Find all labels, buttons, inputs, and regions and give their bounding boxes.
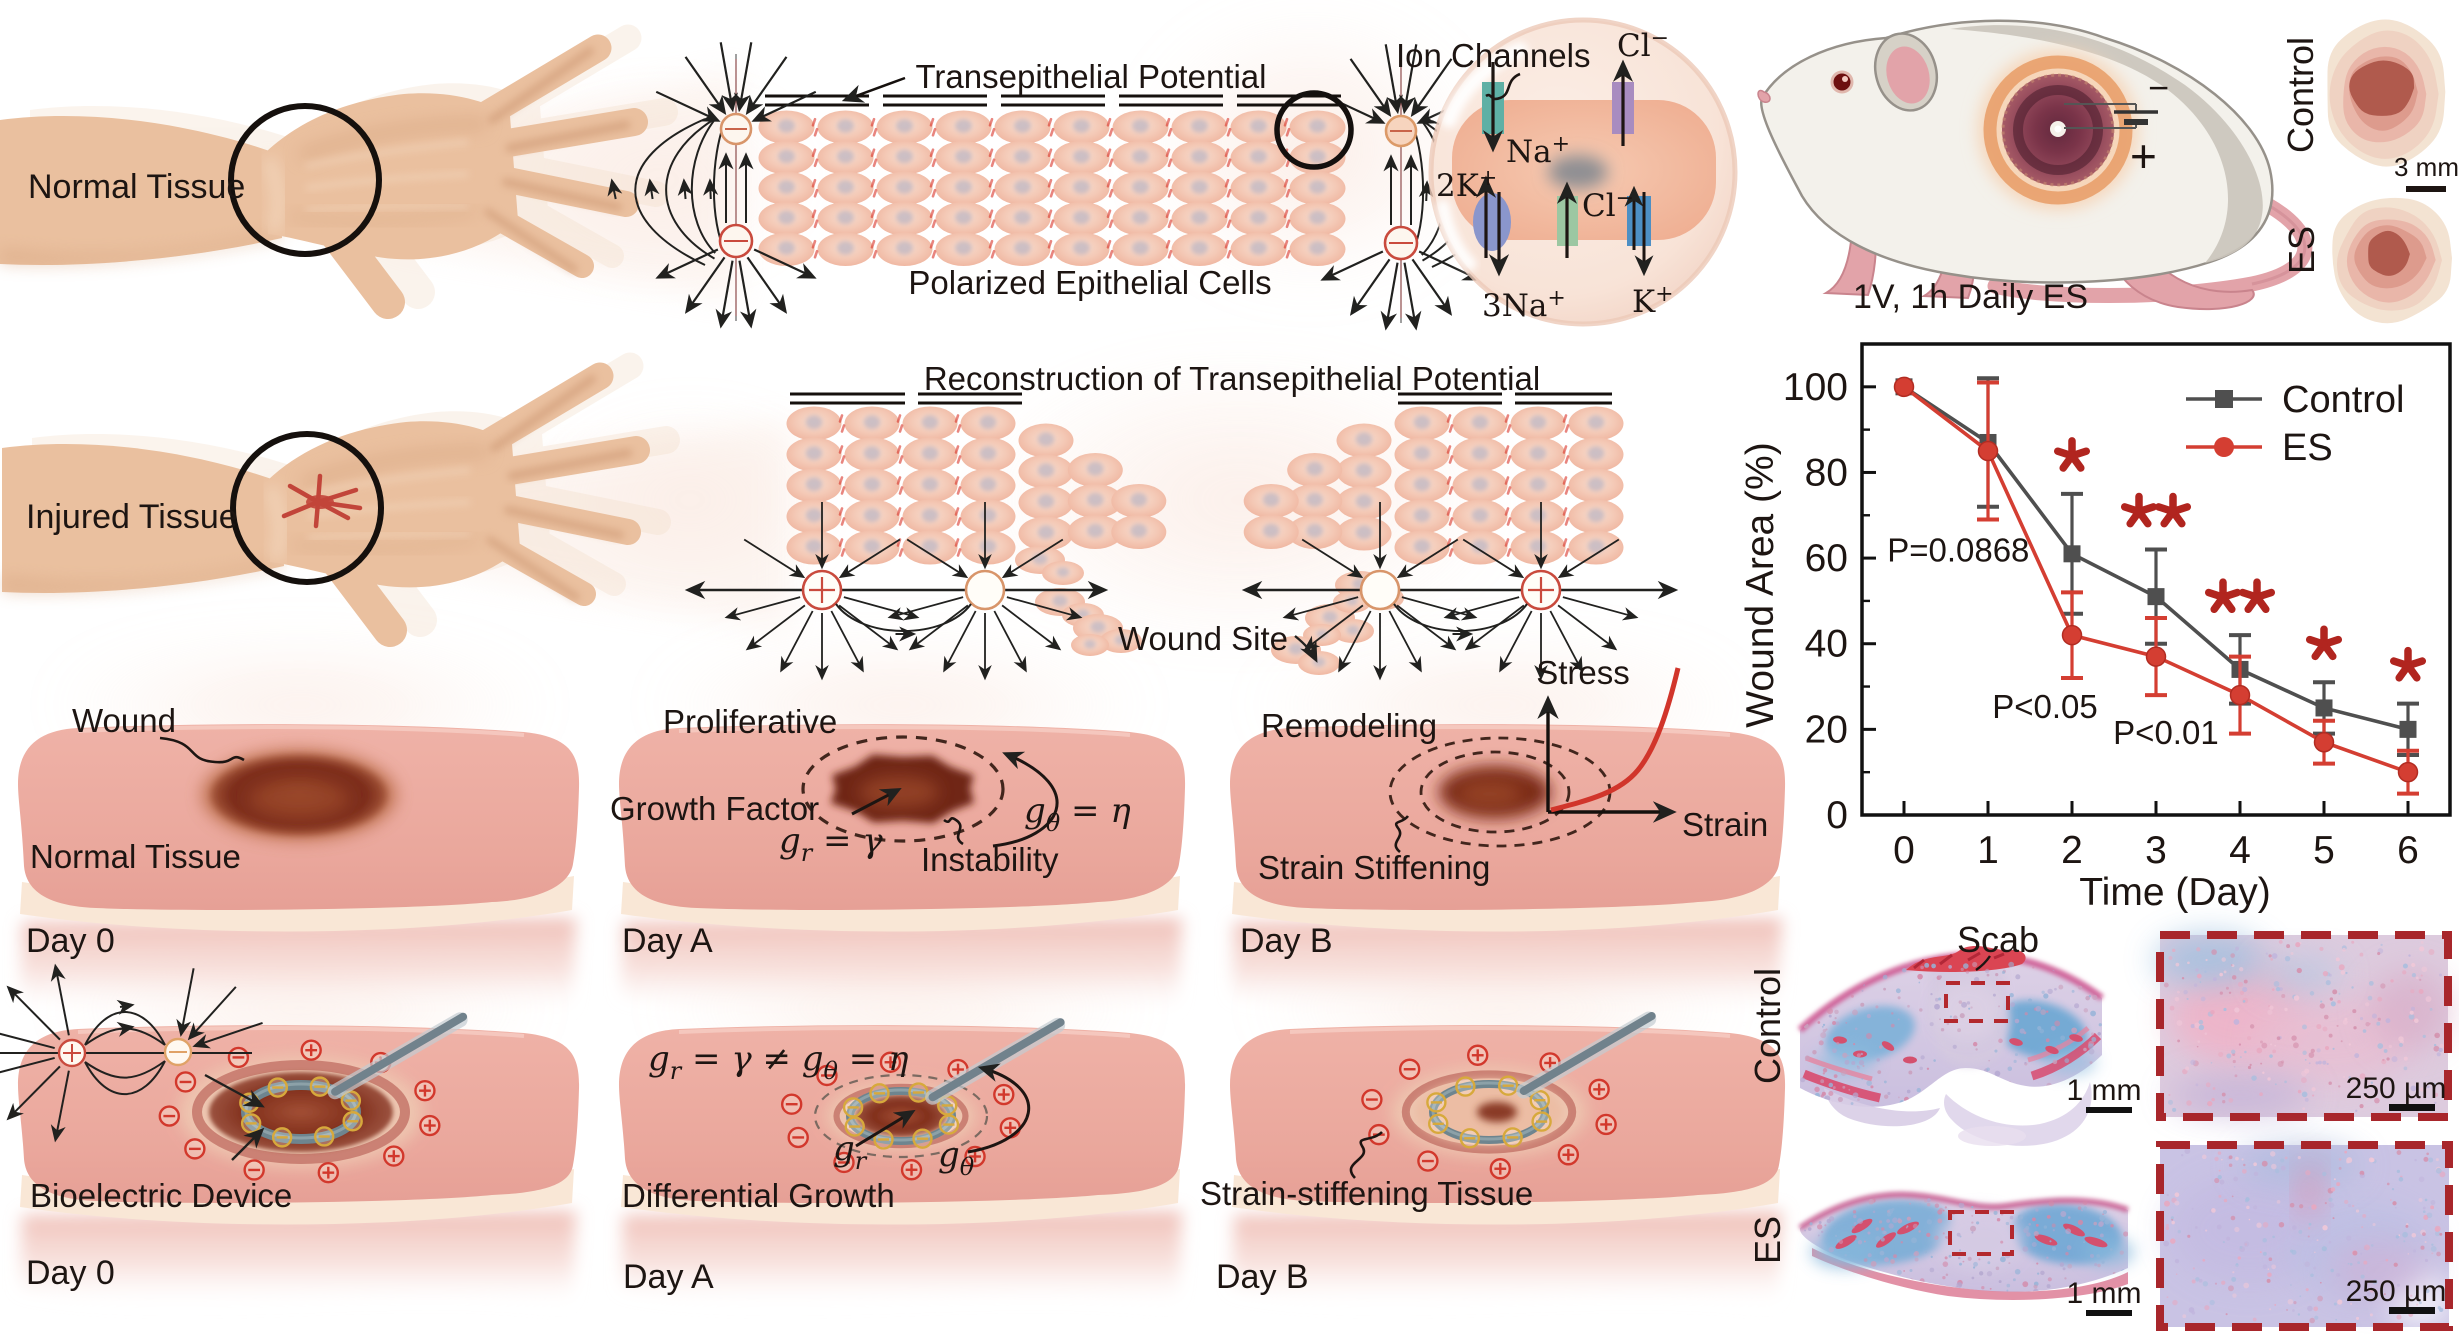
- svg-text:ES: ES: [2282, 427, 2333, 469]
- svg-text:0: 0: [1826, 794, 1848, 837]
- scale-1mm-bottom-bar: [2086, 1310, 2132, 1316]
- device-dayA-label: Day A: [623, 1258, 714, 1296]
- svg-text:40: 40: [1805, 623, 1848, 666]
- bioelectric-device-row: Bioelectric Device Day 0 gr = γ ≠ gθ = η…: [0, 963, 1786, 1309]
- remodeling-label: Remodeling: [1261, 707, 1437, 744]
- strain-axis-label: Strain: [1682, 806, 1768, 843]
- wound-photos-panel: Control ES 3 mm: [2280, 19, 2459, 324]
- wound-label: Wound: [72, 702, 176, 739]
- svg-text:P<0.05: P<0.05: [1992, 688, 2098, 725]
- bioelectric-device-label: Bioelectric Device: [30, 1177, 292, 1214]
- epithelium-title: Transepithelial Potential: [916, 58, 1267, 95]
- hands-panel: Normal Tissue Injured Tissue: [0, 24, 680, 647]
- svg-text:3: 3: [2145, 829, 2167, 872]
- battery-minus-sign: −: [2148, 67, 2169, 108]
- strain-stiffening-label: Strain Stiffening: [1258, 849, 1490, 886]
- histology-panel: Scab Control ES 1 mm 1 mm 250 µm 250 µm: [1747, 919, 2453, 1331]
- svg-text:5: 5: [2313, 829, 2335, 872]
- epithelial-cell-sheet: [758, 76, 1346, 266]
- ion-channels-title: Ion Channels: [1396, 37, 1590, 74]
- photo-scale-bar: [2406, 186, 2446, 192]
- scale-250um-top-bar: [2389, 1104, 2435, 1111]
- svg-text:0: 0: [1893, 829, 1915, 872]
- scale-1mm-top: 1 mm: [2067, 1074, 2142, 1107]
- ion-label-cl-out: Cl−: [1617, 26, 1669, 64]
- strain-stiffening-tissue-label: Strain-stiffening Tissue: [1200, 1175, 1533, 1212]
- svg-text:Control: Control: [2282, 379, 2405, 421]
- tissue-slabs: [18, 667, 1786, 1016]
- injured-tissue-label: Injured Tissue: [26, 498, 238, 536]
- dayB-label: Day B: [1240, 922, 1333, 960]
- svg-text:P<0.01: P<0.01: [2113, 714, 2219, 751]
- epithelium-caption: Polarized Epithelial Cells: [908, 264, 1271, 301]
- photo-es-label: ES: [2281, 226, 2322, 274]
- ion-label-cl-in: Cl−: [1582, 186, 1634, 224]
- device-day0-label: Day 0: [26, 1254, 115, 1292]
- photo-scale-label: 3 mm: [2394, 152, 2459, 182]
- gtheta-equation: gθ = η: [1024, 791, 1131, 837]
- gr-equation: gr = γ: [779, 821, 883, 867]
- svg-text:1: 1: [1977, 829, 1999, 872]
- svg-text:100: 100: [1783, 366, 1848, 409]
- ion-label-na-in: Na+: [1506, 132, 1570, 170]
- growth-factor-label: Growth Factor: [610, 790, 819, 827]
- scale-1mm-top-bar: [2086, 1107, 2132, 1113]
- instability-label: Instability: [921, 841, 1059, 878]
- differential-growth-equation: gr = γ ≠ gθ = η: [648, 1039, 909, 1085]
- day0-label: Day 0: [26, 922, 115, 960]
- battery-plus-sign: +: [2130, 130, 2157, 182]
- reconstruction-panel: Reconstruction of Transepithelial Potent…: [684, 360, 1679, 681]
- svg-text:80: 80: [1805, 451, 1848, 494]
- cell-highlight-circle: [1274, 90, 1354, 170]
- histology-control-label: Control: [1747, 968, 1788, 1084]
- svg-text:20: 20: [1805, 708, 1848, 751]
- wound-photo-illustrations: [2327, 19, 2452, 324]
- svg-text:P=0.0868: P=0.0868: [1887, 532, 2029, 569]
- mouse-experiment-panel: − + 1V, 1h Daily ES: [1757, 19, 2313, 316]
- proliferative-label: Proliferative: [663, 703, 837, 740]
- normal-tissue-slab-label: Normal Tissue: [30, 838, 241, 875]
- mouse-caption: 1V, 1h Daily ES: [1853, 278, 2088, 316]
- stress-axis-label: Stress: [1536, 654, 1630, 691]
- scale-250um-bottom-bar: [2389, 1307, 2435, 1314]
- histology-sections: [1797, 931, 2453, 1331]
- normal-tissue-label: Normal Tissue: [28, 168, 245, 206]
- ion-channels-panel: Ion Channels Cl− Na+ 2K+ 3Na+ Cl− K+: [1396, 17, 1738, 327]
- svg-text:6: 6: [2397, 829, 2419, 872]
- ion-label-k-out: K+: [1632, 282, 1674, 320]
- injured-hand-illustration: [2, 352, 680, 647]
- device-dayB-label: Day B: [1216, 1258, 1309, 1296]
- wound-site-label: Wound Site: [1118, 620, 1288, 657]
- dayA-label: Day A: [622, 922, 713, 960]
- chart-x-axis-label: Time (Day): [2079, 871, 2270, 914]
- scale-1mm-bottom: 1 mm: [2067, 1277, 2142, 1310]
- svg-text:60: 60: [1805, 537, 1848, 580]
- histology-es-label: ES: [1747, 1216, 1788, 1264]
- svg-text:4: 4: [2229, 829, 2251, 872]
- gr-arrow-label: gr: [833, 1129, 868, 1175]
- ion-label-3na: 3Na+: [1482, 286, 1566, 324]
- photo-control-label: Control: [2280, 37, 2321, 153]
- gtheta-arrow-label: gθ: [938, 1135, 975, 1181]
- natural-healing-row: Wound Normal Tissue Day 0 Proliferative …: [18, 654, 1786, 1016]
- normal-hand-illustration: [0, 24, 678, 319]
- wound-site-cells-illustration: [684, 392, 1679, 681]
- scale-250um-bottom: 250 µm: [2346, 1275, 2447, 1308]
- reconstruction-title: Reconstruction of Transepithelial Potent…: [924, 360, 1540, 397]
- differential-growth-label: Differential Growth: [622, 1177, 895, 1214]
- mouse-illustration: [1757, 19, 2313, 311]
- svg-text:2: 2: [2061, 829, 2083, 872]
- ion-label-2k: 2K+: [1436, 166, 1497, 204]
- device-tissue-slabs: [0, 963, 1786, 1309]
- chart-y-axis-label: Wound Area (%): [1739, 442, 1782, 727]
- scale-250um-top: 250 µm: [2346, 1072, 2447, 1105]
- scab-label: Scab: [1957, 919, 2039, 960]
- cell-membrane-illustration: [1428, 17, 1738, 327]
